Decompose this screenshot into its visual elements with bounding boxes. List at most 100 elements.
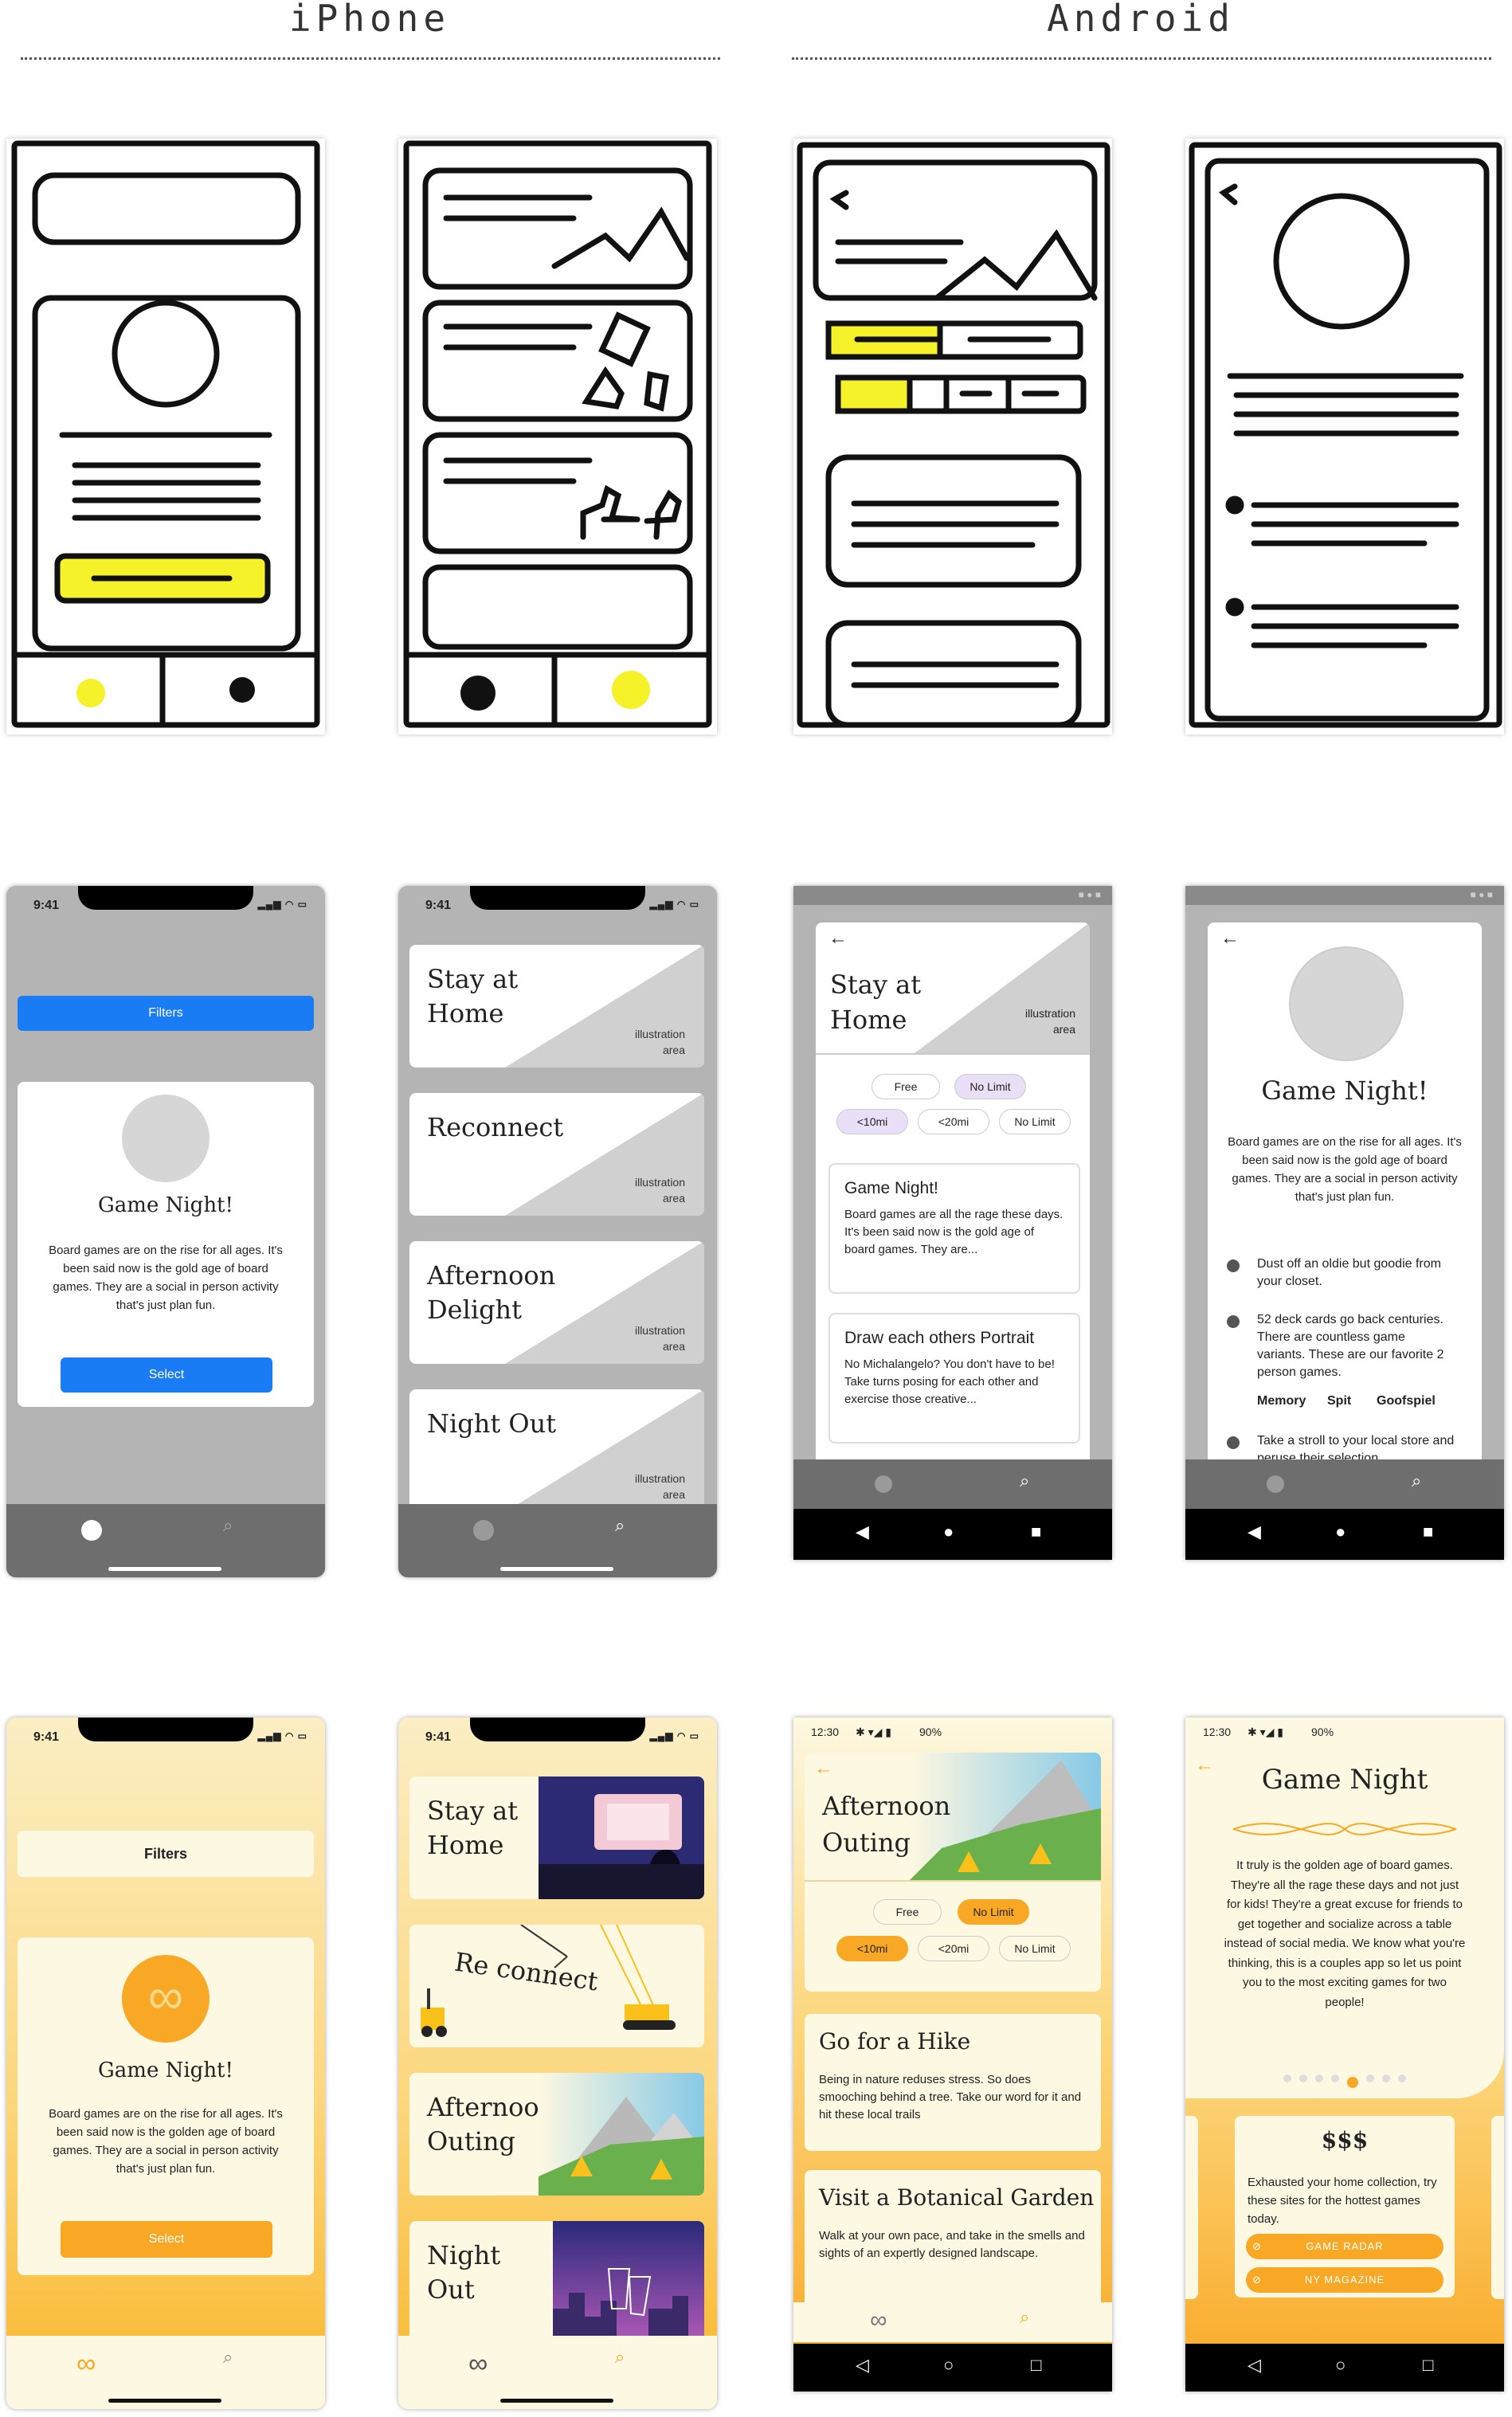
signal-wifi-battery-icon: ▂▄▆ ◠ ▭ [649,899,699,910]
system-back-icon[interactable]: ◁ [856,2355,869,2375]
ny-magazine-button[interactable]: ⊘ NY MAGAZINE [1246,2267,1443,2293]
nav-search-icon[interactable]: ⌕ [1020,1471,1030,1491]
tab-search-icon[interactable]: ⌕ [615,1515,625,1535]
tab-home-icon[interactable] [473,1520,494,1541]
signal-wifi-battery-icon: ▂▄▆ ◠ ▭ [257,899,307,910]
chip-no-limit-price[interactable]: No Limit [958,1899,1029,1925]
activity-card[interactable]: Go for a Hike Being in nature reduses st… [805,2014,1101,2151]
tab-search-icon[interactable]: ⌕ [223,1515,233,1535]
system-recents-icon[interactable]: ■ [1031,1522,1042,1541]
tile-reconnect[interactable]: Reconnect illustration area [409,1093,704,1216]
page-dot[interactable] [1315,2074,1323,2082]
status-time: 9:41 [33,1730,60,1744]
android-system-nav: ◀ ● ■ [793,1509,1112,1560]
back-arrow-icon[interactable]: ← [1195,1754,1214,1776]
illustration-label: illustration area [634,1028,685,1056]
status-time: 12:30 [1203,1726,1232,1738]
chip-free[interactable]: Free [872,1074,940,1099]
nav-home-icon[interactable] [875,1475,892,1493]
select-button[interactable]: Select [61,2221,272,2258]
tile-title: Night Out [427,2240,501,2305]
system-recents-icon[interactable]: ■ [1423,1522,1434,1541]
system-back-icon[interactable]: ◀ [1248,1522,1261,1541]
mountain-illustration [539,2073,704,2196]
chip-no-limit-distance[interactable]: No Limit [999,1109,1071,1134]
nav-home-icon[interactable] [1267,1475,1284,1493]
system-home-icon[interactable]: ○ [943,2355,954,2375]
tile-afternoon-delight[interactable]: Afternoon Delight illustration area [409,1241,704,1364]
page-dot[interactable] [1299,2074,1307,2082]
nav-search-icon[interactable]: ⌕ [1020,2307,1030,2327]
page-dot[interactable] [1382,2074,1390,2082]
game-radar-button[interactable]: ⊘ GAME RADAR [1246,2234,1443,2259]
sketch-ios-list [398,139,717,735]
prev-card-peek[interactable] [1185,2116,1198,2299]
card-title: Draw each others Portrait [844,1329,1035,1347]
chip-under-10mi[interactable]: <10mi [836,1109,908,1134]
page-dot[interactable] [1283,2074,1291,2082]
tab-search-icon[interactable]: ⌕ [615,2347,625,2367]
tile-title: Night Out [427,1408,557,1439]
filters-button[interactable]: Filters [18,996,314,1031]
system-home-icon[interactable]: ● [1335,1522,1346,1541]
final-ios-list-screen: 9:41 ▂▄▆ ◠ ▭ Stay at Home Re connect Aft… [398,1718,717,2409]
tile-night-out[interactable]: Night Out illustration area [409,1389,704,1512]
status-time: 9:41 [425,899,452,912]
game-link-goofspiel[interactable]: Goofspiel [1377,1394,1436,1408]
notch [470,1718,645,1741]
page-dot[interactable] [1398,2074,1406,2082]
select-button[interactable]: Select [61,1357,272,1393]
page-dot[interactable] [1331,2074,1339,2082]
tile-reconnect[interactable]: Re connect [409,1925,704,2047]
page-dot[interactable] [1366,2074,1374,2082]
system-home-icon[interactable]: ○ [1335,2355,1346,2375]
game-link-spit[interactable]: Spit [1327,1394,1352,1408]
card-title: Visit a Botanical Garden [819,2184,1095,2211]
chip-free[interactable]: Free [873,1899,942,1925]
chip-under-10mi[interactable]: <10mi [836,1936,908,1961]
filters-button[interactable]: Filters [18,1831,314,1877]
bullet-item: Dust off an oldie but goodie from your c… [1227,1256,1456,1291]
tab-home-icon[interactable] [81,1520,102,1541]
illustration-placeholder [505,1241,704,1364]
nav-search-icon[interactable]: ⌕ [1412,1471,1422,1491]
game-card: ∞ Game Night! Board games are on the ris… [18,1937,314,2275]
activity-card[interactable]: Visit a Botanical Garden Walk at your ow… [805,2170,1101,2307]
back-arrow-icon[interactable]: ← [814,1757,833,1779]
tile-night-out[interactable]: Night Out [409,2221,704,2344]
game-link-memory[interactable]: Memory [1257,1394,1306,1408]
illustration-label: illustration area [634,1472,685,1501]
chip-under-20mi[interactable]: <20mi [918,1109,989,1134]
tile-afternoon-outing[interactable]: Afternoon Outing [409,2073,704,2196]
chip-no-limit-price[interactable]: No Limit [954,1074,1026,1099]
system-back-icon[interactable]: ◀ [856,1522,869,1541]
system-home-icon[interactable]: ● [943,1522,954,1541]
chip-under-20mi[interactable]: <20mi [918,1936,989,1961]
card-title: Game Night! [98,2059,233,2082]
tab-infinity-icon[interactable]: ∞ [468,2348,488,2379]
notch [78,886,253,910]
card-description: No Michalangelo? You don't have to be! T… [844,1357,1055,1406]
back-arrow-icon[interactable]: ← [1220,927,1240,949]
chip-no-limit-distance[interactable]: No Limit [999,1936,1071,1961]
signal-wifi-battery-icon: ▂▄▆ ◠ ▭ [649,1730,699,1741]
system-recents-icon[interactable]: □ [1031,2355,1042,2375]
tab-search-icon[interactable]: ⌕ [223,2347,233,2367]
header-title: Stay at Home [830,970,922,1035]
tab-bar: ∞ ⌕ [6,2336,325,2409]
tab-infinity-icon[interactable]: ∞ [76,2348,96,2379]
activity-card[interactable]: Draw each others Portrait No Michalangel… [828,1313,1080,1444]
next-card-peek[interactable] [1491,2116,1504,2299]
system-recents-icon[interactable]: □ [1423,2355,1434,2375]
iphone-divider [21,57,720,60]
tile-stay-at-home[interactable]: Stay at Home illustration area [409,945,704,1067]
wire-ios-list-screen: 9:41 ▂▄▆ ◠ ▭ Stay at Home illustration a… [398,886,717,1577]
system-back-icon[interactable]: ◁ [1248,2355,1261,2375]
activity-card[interactable]: Game Night! Board games are all the rage… [828,1163,1080,1294]
page-dot-active[interactable] [1347,2077,1358,2088]
tile-stay-at-home[interactable]: Stay at Home [409,1777,704,1899]
signal-wifi-battery-icon: ▂▄▆ ◠ ▭ [257,1730,307,1741]
back-arrow-icon[interactable]: ← [828,927,848,949]
final-android-list-screen: 12:30 ✱ ▾◢ ▮ 90% ← Afternoon Outing Free… [793,1718,1112,2392]
nav-infinity-icon[interactable]: ∞ [870,2307,887,2333]
